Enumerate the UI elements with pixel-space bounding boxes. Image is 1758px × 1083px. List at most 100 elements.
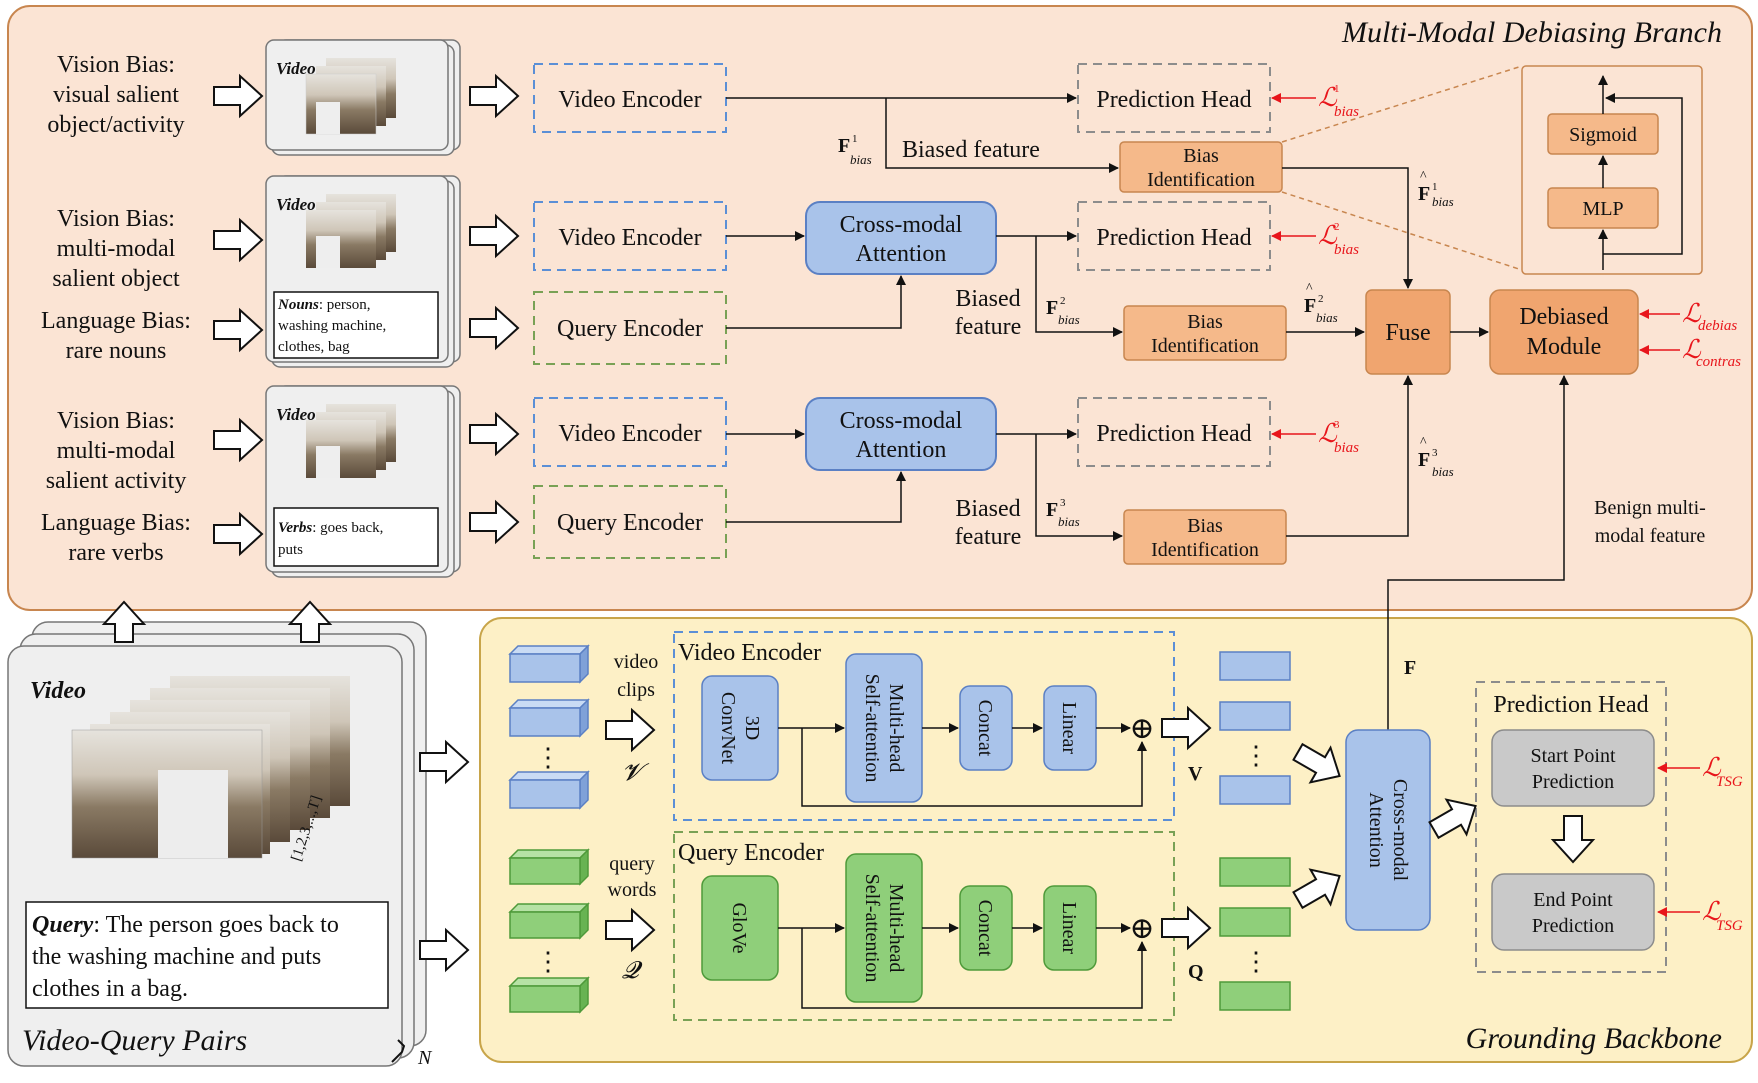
svg-text:ℒ: ℒ bbox=[1682, 299, 1702, 328]
row3-video-encoder: Video Encoder bbox=[533, 397, 727, 467]
row1-video-card: Video bbox=[265, 39, 461, 156]
row2-cross-modal-attention: Cross-modal Attention bbox=[805, 201, 997, 275]
row1-bias-identification: Bias Identification bbox=[1119, 141, 1283, 193]
svg-text:3: 3 bbox=[1432, 447, 1438, 459]
svg-text:the washing machine and puts: the washing machine and puts bbox=[32, 944, 321, 970]
video-query-pairs-stack: Video [1,2,3,...,T] Query: The person go… bbox=[7, 621, 433, 1069]
q-output-label: Q bbox=[1188, 961, 1204, 983]
svg-text:Identification: Identification bbox=[1147, 169, 1255, 191]
svg-text:ℒ: ℒ bbox=[1702, 897, 1722, 926]
query-feature-dots: ⋮ bbox=[1243, 947, 1269, 976]
svg-text:Nouns: person,: Nouns: person, bbox=[277, 297, 371, 313]
f-hat-bias-2-label: F ^ 2 bias bbox=[1304, 281, 1338, 325]
svg-text:Video Encoder: Video Encoder bbox=[558, 225, 701, 251]
svg-text:salient activity: salient activity bbox=[46, 468, 187, 494]
svg-text:Cross-modal: Cross-modal bbox=[840, 408, 963, 434]
svg-text:Video Encoder: Video Encoder bbox=[558, 87, 701, 113]
svg-text:F: F bbox=[1418, 449, 1430, 471]
video-clip-tokens bbox=[508, 644, 590, 810]
f-hat-bias-1-label: F ^ 1 bias bbox=[1418, 169, 1454, 209]
svg-text:bias: bias bbox=[1432, 464, 1454, 479]
svg-text:TSG: TSG bbox=[1716, 918, 1743, 934]
svg-text:visual salient: visual salient bbox=[53, 82, 179, 108]
svg-text:salient object: salient object bbox=[52, 266, 180, 292]
row3-video-query-card: Video Verbs: goes back, puts bbox=[265, 385, 461, 578]
row1-bias-label: Vision Bias: visual salient object/activ… bbox=[47, 52, 184, 138]
query-words-label-1: query bbox=[609, 853, 655, 875]
svg-text:Video Encoder: Video Encoder bbox=[678, 640, 821, 666]
loss-bias-1: ℒ 1 bias bbox=[1271, 83, 1359, 120]
svg-text:clothes, bag: clothes, bag bbox=[278, 339, 350, 355]
svg-text:Prediction: Prediction bbox=[1532, 915, 1614, 937]
svg-text:bias: bias bbox=[1432, 194, 1454, 209]
svg-text:bias: bias bbox=[1058, 514, 1080, 529]
svg-text:ConvNet: ConvNet bbox=[717, 692, 739, 765]
fuse-box: Fuse bbox=[1365, 289, 1451, 375]
row3-cross-modal-attention: Cross-modal Attention bbox=[805, 397, 997, 471]
svg-text:Bias: Bias bbox=[1187, 311, 1223, 333]
svg-text:Prediction Head: Prediction Head bbox=[1096, 87, 1251, 113]
svg-text:washing machine,: washing machine, bbox=[278, 318, 386, 334]
svg-text:Vision Bias:: Vision Bias: bbox=[57, 206, 175, 232]
svg-text:bias: bias bbox=[1316, 310, 1338, 325]
backbone-prediction-head: Prediction Head Start Point Prediction E… bbox=[1475, 681, 1667, 973]
svg-text:Prediction Head: Prediction Head bbox=[1493, 692, 1648, 718]
svg-text:Self-attention: Self-attention bbox=[861, 874, 883, 983]
svg-text:Start Point: Start Point bbox=[1530, 745, 1615, 767]
svg-text:Language Bias:: Language Bias: bbox=[41, 308, 191, 334]
svg-text:Cross-modal: Cross-modal bbox=[1389, 779, 1411, 882]
svg-text:ℒ: ℒ bbox=[1702, 753, 1722, 782]
svg-text:Video: Video bbox=[276, 59, 316, 78]
loss-tsg-start: ℒ TSG bbox=[1657, 753, 1743, 790]
svg-text:Query Encoder: Query Encoder bbox=[557, 316, 703, 342]
svg-text:Video: Video bbox=[276, 405, 316, 424]
f-feature-label: F bbox=[1404, 657, 1416, 679]
f-hat-bias-3-label: F ^ 3 bias bbox=[1418, 435, 1454, 479]
row3-bias-identification: Bias Identification bbox=[1123, 509, 1287, 565]
row2-bias-label: Vision Bias: multi-modal salient object … bbox=[41, 206, 191, 364]
biased-feature-label-3b: feature bbox=[955, 524, 1022, 550]
video-mhsa-box bbox=[845, 653, 923, 803]
f-bias-3-label: F 3 bias bbox=[1046, 497, 1080, 529]
svg-text:1: 1 bbox=[1432, 181, 1438, 193]
row2-prediction-head: Prediction Head bbox=[1077, 201, 1271, 271]
biased-feature-label-3a: Biased bbox=[955, 496, 1020, 522]
query-feature-tokens bbox=[1219, 857, 1291, 1011]
query-word-dots: ⋮ bbox=[535, 947, 561, 976]
debiased-module: Debiased Module bbox=[1489, 289, 1639, 375]
grounding-backbone-panel bbox=[479, 617, 1753, 1063]
svg-text:Self-attention: Self-attention bbox=[861, 674, 883, 783]
svg-text:F: F bbox=[1418, 183, 1430, 205]
row2-video-query-card: Video Nouns: person, washing machine, cl… bbox=[265, 175, 461, 368]
svg-text:1: 1 bbox=[852, 133, 858, 145]
debiasing-branch-title: Multi-Modal Debiasing Branch bbox=[1341, 16, 1722, 49]
svg-text:Linear: Linear bbox=[1058, 702, 1080, 755]
svg-text:multi-modal: multi-modal bbox=[57, 236, 176, 262]
svg-text:bias: bias bbox=[850, 152, 872, 167]
svg-text:Multi-head: Multi-head bbox=[885, 884, 907, 973]
svg-text:Multi-head: Multi-head bbox=[885, 684, 907, 773]
svg-text:puts: puts bbox=[278, 542, 303, 558]
svg-text:3D: 3D bbox=[741, 716, 763, 740]
svg-text:GloVe: GloVe bbox=[728, 902, 750, 953]
svg-text:ℒ: ℒ bbox=[1318, 83, 1338, 112]
svg-text:3: 3 bbox=[1060, 497, 1066, 509]
end-point-prediction bbox=[1491, 873, 1655, 951]
branch-connectors bbox=[726, 93, 1569, 730]
svg-text:Linear: Linear bbox=[1058, 902, 1080, 955]
svg-text:contras: contras bbox=[1696, 354, 1741, 370]
svg-text:Prediction Head: Prediction Head bbox=[1096, 421, 1251, 447]
tokens-to-attention-arrows bbox=[1292, 742, 1341, 910]
svg-text:rare verbs: rare verbs bbox=[68, 540, 163, 566]
video-feature-tokens bbox=[1219, 651, 1291, 805]
svg-text:F: F bbox=[1304, 295, 1316, 317]
svg-text:debias: debias bbox=[1698, 318, 1737, 334]
svg-text:Bias: Bias bbox=[1183, 145, 1219, 167]
svg-text:Video Encoder: Video Encoder bbox=[558, 421, 701, 447]
loss-contras: ℒ contras bbox=[1639, 335, 1741, 370]
svg-text:Query Encoder: Query Encoder bbox=[557, 510, 703, 536]
svg-text:bias: bias bbox=[1334, 440, 1359, 456]
svg-text:multi-modal: multi-modal bbox=[57, 438, 176, 464]
svg-text:F: F bbox=[1046, 297, 1058, 319]
